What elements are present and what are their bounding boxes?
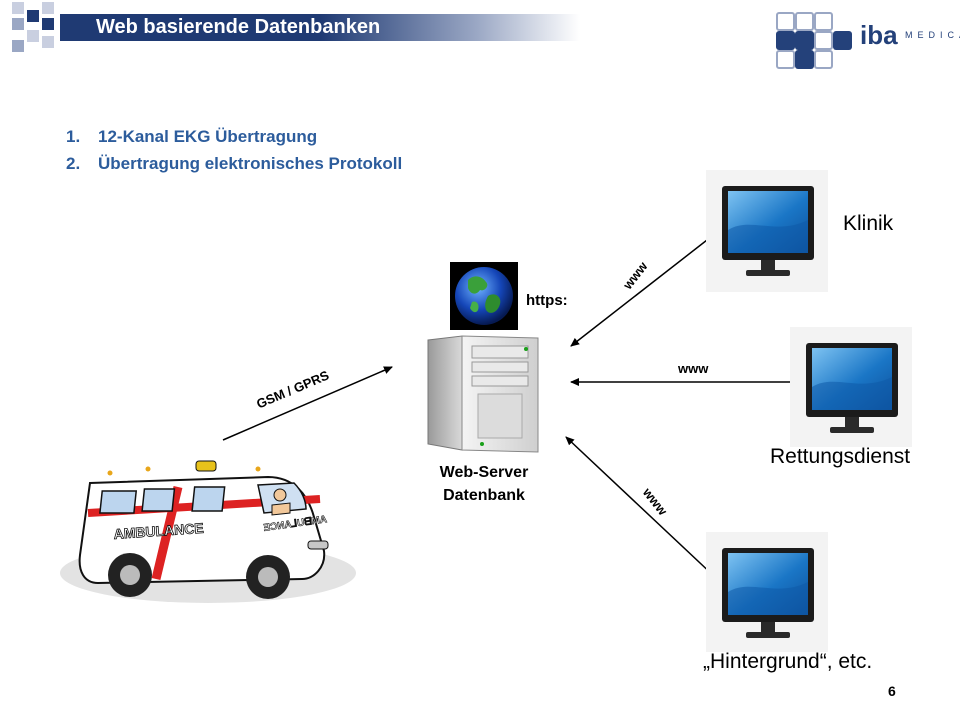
page-title: Web basierende Datenbanken bbox=[96, 16, 381, 38]
list-item: 1. 12-Kanal EKG Übertragung bbox=[66, 123, 402, 150]
list-item: 2. Übertragung elektronisches Protokoll bbox=[66, 150, 402, 177]
monitor-icon bbox=[706, 532, 828, 652]
server-label: Web-Server Datenbank bbox=[408, 461, 560, 507]
clinic-label: Klinik bbox=[843, 212, 894, 235]
decor-square bbox=[42, 36, 54, 48]
header-bar bbox=[60, 14, 580, 41]
www-arrow-clinic bbox=[570, 232, 717, 347]
www-arrow-background bbox=[565, 436, 717, 579]
https-label: https: bbox=[526, 292, 568, 309]
decor-square bbox=[42, 18, 54, 30]
page-number: 6 bbox=[888, 683, 896, 699]
www-label-rescue: www bbox=[678, 361, 709, 376]
decor-square bbox=[27, 30, 39, 42]
decor-square bbox=[12, 40, 24, 52]
ambulance-side-text: AMBULANCE bbox=[113, 520, 204, 542]
decor-square bbox=[42, 2, 54, 14]
monitor-icon bbox=[790, 327, 912, 447]
list-number: 2. bbox=[66, 154, 81, 173]
globe-icon bbox=[450, 262, 518, 330]
background-label: „Hintergrund“, etc. bbox=[703, 650, 873, 673]
decor-square bbox=[27, 10, 39, 22]
gsm-arrow bbox=[222, 366, 393, 441]
monitor-icon bbox=[706, 170, 828, 292]
server-label-line2: Datenbank bbox=[443, 487, 525, 504]
server-icon bbox=[426, 334, 544, 458]
list-text: 12-Kanal EKG Übertragung bbox=[98, 127, 318, 146]
decor-square bbox=[12, 18, 24, 30]
topic-list: 1. 12-Kanal EKG Übertragung 2. Übertragung… bbox=[66, 123, 402, 177]
list-text: Übertragung elektronisches Protokoll bbox=[98, 154, 403, 173]
ambulance-icon: AMBULANCE ƎƆИA⅃UᗺMA bbox=[58, 455, 358, 615]
server-label-line1: Web-Server bbox=[439, 464, 529, 481]
rescue-service-label: Rettungsdienst bbox=[770, 445, 911, 468]
logo-brand: iba bbox=[860, 20, 898, 50]
list-number: 1. bbox=[66, 127, 81, 146]
decor-square bbox=[12, 2, 24, 14]
logo-subtitle: MEDICAL bbox=[905, 30, 960, 40]
